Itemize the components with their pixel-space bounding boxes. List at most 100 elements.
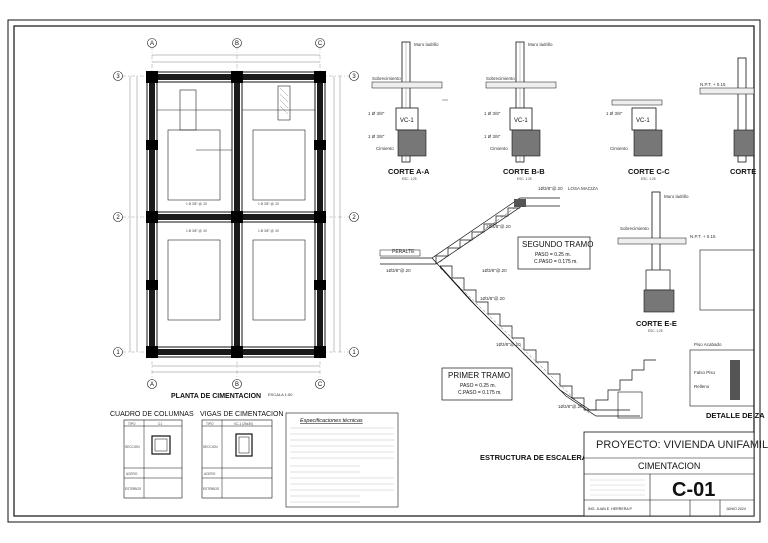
primer-tramo-title: PRIMER TRAMO (448, 371, 510, 380)
project-title: PROYECTO: VIVIENDA UNIFAMILIAR (596, 439, 768, 451)
section-details: VC-1 Sobrecimiento 1 Ø 3/8" 1 Ø 3/8" Cim… (368, 41, 756, 181)
beams-seccion-label: SECCION (203, 445, 218, 449)
segundo-tramo-cpaso: C.PASO = 0.175 m. (534, 259, 578, 265)
svg-text:N.P.T. + 0.15: N.P.T. + 0.15 (690, 234, 716, 239)
svg-text:1 Ø 3/8": 1 Ø 3/8" (484, 134, 501, 139)
axis-label-a-top: A (150, 41, 154, 47)
engineer-name: ING. JUAN E. HERRERA P. (588, 507, 633, 511)
section-b-b-scale: ESC. 1:25 (517, 177, 532, 181)
axis-label-3-left: 3 (116, 74, 120, 80)
sheet-name: CIMENTACION (638, 461, 700, 471)
svg-text:Sobrecimiento: Sobrecimiento (486, 76, 515, 81)
section-d-title: CORTE (730, 167, 756, 176)
detail-footing-title: DETALLE DE ZA (706, 411, 765, 420)
svg-text:1Ø3/8"@.20: 1Ø3/8"@.20 (558, 404, 583, 409)
section-c-c-scale: ESC. 1:25 (641, 177, 656, 181)
sheet-date: JUNIO 2024 (726, 507, 746, 511)
columns-seccion-label: SECCION (125, 445, 140, 449)
plan-title: PLANTA DE CIMENTACION (171, 393, 261, 400)
columns-code: C1 (158, 422, 162, 426)
svg-text:1 Ø 3/8": 1 Ø 3/8" (368, 134, 385, 139)
svg-text:1Ø3/8"@.20: 1Ø3/8"@.20 (386, 268, 411, 273)
svg-text:Piso Acabado: Piso Acabado (694, 342, 722, 347)
beams-table-title: VIGAS DE CIMENTACION (200, 411, 284, 418)
svg-text:Muro ladrillo: Muro ladrillo (664, 194, 689, 199)
axis-label-3-right: 3 (352, 74, 356, 80)
section-b-b-title: CORTE B-B (503, 167, 545, 176)
segundo-tramo-paso: PASO = 0.25 m. (535, 252, 571, 258)
svg-text:Muro ladrillo: Muro ladrillo (414, 42, 439, 47)
svg-text:1 Ø 3/8" @ .20: 1 Ø 3/8" @ .20 (186, 229, 207, 233)
detail-footing: Piso Acabado Falso Piso Relleno DETALLE … (689, 249, 765, 420)
svg-text:1 Ø 3/8" @ .20: 1 Ø 3/8" @ .20 (258, 202, 279, 206)
section-b-b-beam: VC-1 (514, 118, 528, 124)
section-a-a: VC-1 Sobrecimiento 1 Ø 3/8" 1 Ø 3/8" Cim… (368, 41, 448, 181)
section-a-a-title: CORTE A-A (388, 167, 430, 176)
section-c-c: VC-1 1 Ø 3/8" Cimiento CORTE C-C ESC. 1:… (606, 99, 670, 181)
axis-label-2-right: 2 (352, 215, 356, 221)
beams-code: VC-1 (25x30) (234, 422, 253, 426)
foundation-plan: A B C A B C 3 2 1 3 2 1 (113, 38, 359, 400)
svg-text:Sobrecimiento: Sobrecimiento (620, 226, 649, 231)
svg-text:Cimiento: Cimiento (376, 146, 394, 151)
svg-text:Sobrecimiento: Sobrecimiento (372, 76, 401, 81)
section-e-e: Sobrecimiento Muro ladrillo N.P.T. + 0.1… (617, 191, 716, 333)
section-b-b: VC-1 Sobrecimiento 1 Ø 3/8" 1 Ø 3/8" Cim… (484, 41, 557, 181)
section-a-a-beam: VC-1 (400, 118, 414, 124)
columns-estribos-label: ESTRIBOS (125, 487, 141, 491)
svg-text:Falso Piso: Falso Piso (694, 370, 716, 375)
svg-text:Muro ladrillo: Muro ladrillo (528, 42, 553, 47)
segundo-tramo-title: SEGUNDO TRAMO (522, 240, 593, 249)
columns-table-title: CUADRO DE COLUMNAS (110, 411, 194, 418)
beams-tipo-label: TIPO (206, 422, 214, 426)
svg-text:N.P.T. + 0.15: N.P.T. + 0.15 (700, 82, 726, 87)
svg-text:1Ø3/8"@.20: 1Ø3/8"@.20 (480, 296, 505, 301)
stair-structure: 1Ø3/8"@.20 LOSA MACIZA 1Ø3/8"@.20 1Ø3/8"… (379, 186, 656, 462)
section-c-c-title: CORTE C-C (628, 167, 670, 176)
section-e-e-scale: ESC. 1:25 (648, 329, 663, 333)
axis-label-c-bottom: C (318, 382, 323, 388)
svg-text:1Ø3/8"@.20: 1Ø3/8"@.20 (538, 186, 563, 191)
specs-box: Especificaciones técnicas (285, 412, 399, 508)
svg-text:Cimiento: Cimiento (490, 146, 508, 151)
primer-tramo-cpaso: C.PASO = 0.175 m. (458, 390, 502, 396)
section-a-a-scale: ESC. 1:25 (402, 177, 417, 181)
axis-label-b-bottom: B (235, 382, 239, 388)
svg-text:1 Ø 3/8": 1 Ø 3/8" (484, 111, 501, 116)
title-block: PROYECTO: VIVIENDA UNIFAMILIAR CIMENTACI… (583, 431, 768, 517)
segundo-tramo-box (517, 236, 591, 270)
section-d: N.P.T. + 0.15 CORTE (699, 57, 756, 176)
stair-title: ESTRUCTURA DE ESCALERA (480, 453, 588, 462)
columns-tipo-label: TIPO (128, 422, 136, 426)
axis-label-c-top: C (318, 41, 323, 47)
columns-acero-label: ACERO (126, 472, 138, 476)
sheet-code: C-01 (672, 479, 715, 501)
svg-text:1Ø3/8"@.20: 1Ø3/8"@.20 (496, 342, 521, 347)
svg-text:1 Ø 3/8": 1 Ø 3/8" (606, 111, 623, 116)
section-c-c-beam: VC-1 (636, 118, 650, 124)
axis-label-b-top: B (235, 41, 239, 47)
section-e-e-title: CORTE E-E (636, 319, 677, 328)
svg-text:Relleno: Relleno (694, 384, 710, 389)
stair-landing-hatch (514, 199, 526, 207)
primer-tramo-paso: PASO = 0.25 m. (460, 383, 496, 389)
columns-table: CUADRO DE COLUMNAS TIPO C1 SECCION ACERO… (110, 411, 194, 499)
axis-label-1-left: 1 (116, 350, 120, 356)
primer-tramo-box (441, 367, 513, 401)
plan-scale: ESCALA 1:50 (268, 392, 293, 397)
svg-text:1 Ø 3/8": 1 Ø 3/8" (368, 111, 385, 116)
svg-text:1 Ø 3/8" @ .20: 1 Ø 3/8" @ .20 (258, 229, 279, 233)
svg-text:PERALTE: PERALTE (392, 249, 415, 255)
beams-table: VIGAS DE CIMENTACION TIPO VC-1 (25x30) S… (200, 411, 284, 499)
specs-title: Especificaciones técnicas (300, 418, 363, 424)
axis-label-1-right: 1 (352, 350, 356, 356)
svg-text:LOSA MACIZA: LOSA MACIZA (568, 186, 598, 191)
svg-text:1Ø3/8"@.20: 1Ø3/8"@.20 (486, 224, 511, 229)
svg-text:1 Ø 3/8" @ .20: 1 Ø 3/8" @ .20 (186, 202, 207, 206)
beams-acero-label: ACERO (204, 472, 216, 476)
axis-label-a-bottom: A (150, 382, 154, 388)
beams-estribos-label: ESTRIBOS (203, 487, 219, 491)
svg-text:Cimiento: Cimiento (610, 146, 628, 151)
svg-text:1Ø3/8"@.20: 1Ø3/8"@.20 (482, 268, 507, 273)
